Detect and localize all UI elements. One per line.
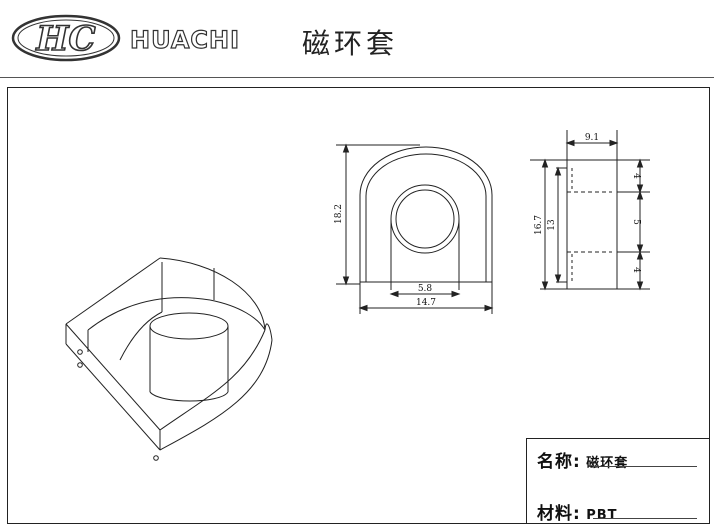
drawing-frame	[7, 87, 710, 524]
isometric-view	[65, 257, 273, 461]
name-value: 磁环套	[586, 456, 629, 471]
dim-side-bottom: 4	[631, 267, 641, 273]
front-view	[336, 143, 494, 314]
material-value: PBT	[586, 508, 618, 523]
title-block: 名称: 磁环套 材料: PBT	[526, 438, 710, 524]
dim-side-top: 4	[631, 173, 641, 179]
name-label: 名称:	[537, 452, 581, 472]
dim-front-height: 18.2	[334, 204, 344, 224]
brand-name: HUACHI	[129, 25, 241, 54]
logo-mark: HC	[35, 19, 95, 59]
material-underline	[593, 518, 697, 519]
dim-front-total-width: 14.7	[416, 298, 436, 308]
name-row: 名称: 磁环套	[537, 447, 628, 472]
dim-side-total-height: 16.7	[534, 215, 544, 235]
header-divider	[0, 77, 714, 78]
page-header: HC HUACHI 磁环套	[0, 0, 714, 80]
dim-side-width: 9.1	[585, 133, 599, 143]
dim-side-mid: 5	[631, 219, 641, 225]
page-title: 磁环套	[302, 27, 399, 60]
material-row: 材料: PBT	[537, 499, 618, 524]
material-label: 材料:	[537, 504, 581, 524]
dim-front-inner-width: 5.8	[418, 284, 433, 294]
name-underline	[593, 466, 697, 467]
side-view	[530, 130, 650, 291]
dim-side-inner-height: 13	[547, 219, 557, 231]
hc-logo-icon: HC	[11, 14, 121, 62]
